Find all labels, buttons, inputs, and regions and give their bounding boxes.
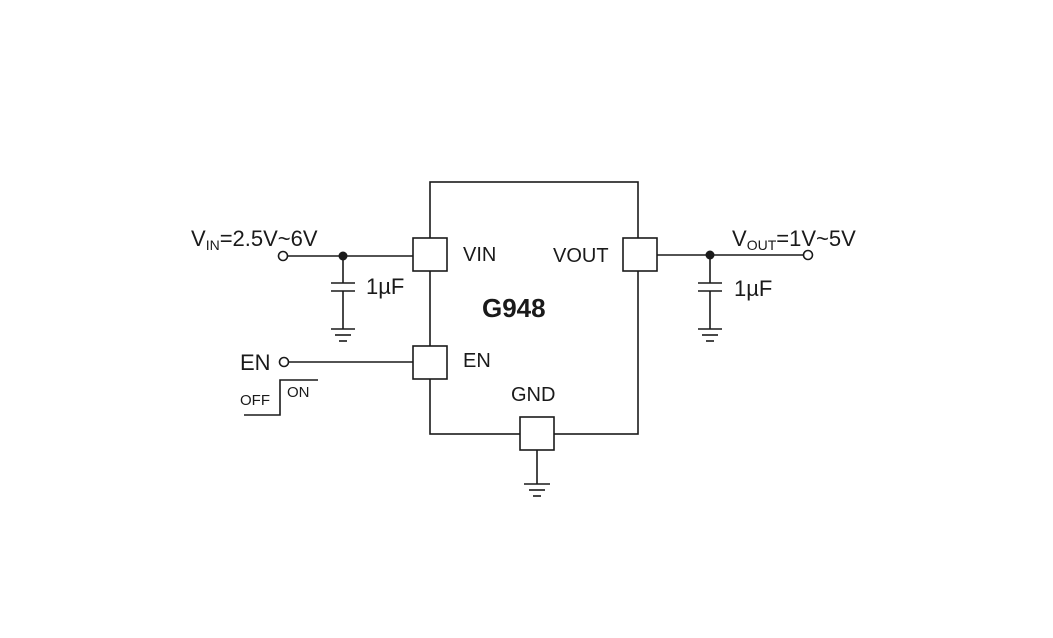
en-input-label: EN: [240, 350, 271, 375]
vout-v: V: [732, 226, 747, 251]
en-pin-label: EN: [463, 350, 491, 372]
vin-pin-label: VIN: [463, 244, 497, 266]
vin-v: V: [191, 226, 206, 251]
vout-terminal: [802, 249, 814, 261]
vin-supply-label: VIN=2.5V~6V: [191, 226, 318, 253]
en-pin: [412, 345, 448, 380]
vout-sub: OUT: [746, 237, 777, 253]
vin-pin: [412, 237, 448, 272]
input-ground-icon: [331, 328, 355, 342]
vin-range: =2.5V~6V: [219, 226, 318, 251]
input-cap-label: 1µF: [366, 274, 405, 299]
gnd-pin: [519, 416, 555, 451]
vout-pin: [622, 237, 658, 272]
chip-ground-icon: [524, 483, 550, 497]
output-capacitor: [698, 255, 722, 329]
en-terminal: [278, 356, 290, 368]
vin-terminal: [277, 250, 289, 262]
chip-name: G948: [482, 293, 546, 323]
output-cap-label: 1µF: [734, 276, 773, 301]
input-capacitor: [331, 256, 355, 329]
off-label: OFF: [240, 392, 270, 409]
vout-range: =1V~5V: [776, 226, 856, 251]
output-ground-icon: [698, 328, 722, 342]
vout-pin-label: VOUT: [553, 245, 609, 267]
enable-step-waveform: [244, 379, 318, 416]
on-label: ON: [287, 384, 310, 401]
vin-sub: IN: [205, 237, 220, 253]
vout-supply-label: VOUT=1V~5V: [732, 226, 856, 253]
gnd-pin-label: GND: [511, 384, 556, 406]
